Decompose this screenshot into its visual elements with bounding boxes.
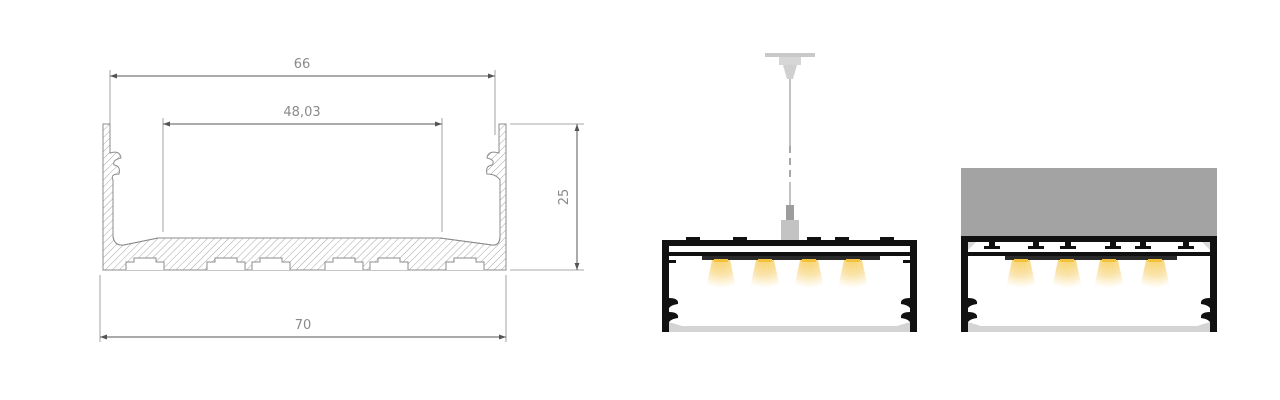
pendant-diffuser (669, 322, 910, 332)
bottom-slots (125, 257, 485, 270)
surface-led-strip (1005, 256, 1177, 260)
dim-label-70: 70 (295, 318, 312, 333)
pendant-led-strip (702, 256, 880, 260)
dim-label-48: 48,03 (283, 105, 320, 120)
pendant-mounting-view (662, 53, 917, 332)
surface-led-glows (1006, 259, 1170, 288)
dim-label-66: 66 (294, 57, 311, 72)
dim-label-25: 25 (557, 189, 572, 206)
ceiling-block (961, 168, 1217, 236)
surface-diffuser (968, 322, 1210, 332)
surface-mounting-view (961, 168, 1217, 332)
profile-cross-section: 66 48,03 70 25 (99, 57, 584, 342)
surface-profile (961, 236, 1217, 332)
ceiling-canopy (765, 53, 815, 57)
pendant-profile (662, 237, 917, 332)
profile-body (102, 123, 507, 271)
pendant-led-glows (706, 259, 868, 288)
